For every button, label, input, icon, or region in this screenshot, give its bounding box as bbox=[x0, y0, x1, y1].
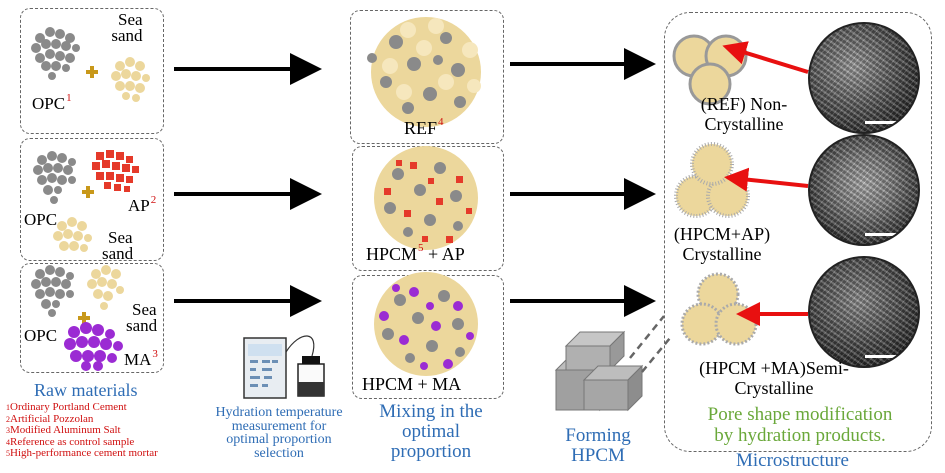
zoom-line-2 bbox=[641, 337, 671, 373]
pore-model-ma bbox=[680, 272, 758, 346]
definition-5: 5High-performance cement mortar bbox=[6, 447, 158, 459]
sand-particles-2 bbox=[53, 217, 92, 252]
forming-blocks bbox=[554, 330, 644, 412]
abbreviation-definitions: 1Ordinary Portland Cement 2Artificial Po… bbox=[6, 401, 158, 460]
micro-ref-label: (REF) Non- Crystalline bbox=[700, 94, 788, 134]
raw-materials-title: Raw materials bbox=[34, 380, 138, 400]
ma-mixture-blob bbox=[374, 272, 478, 376]
sem-image-ma bbox=[808, 256, 920, 368]
ma-particles bbox=[64, 322, 123, 371]
definition-4: 4Reference as control sample bbox=[6, 435, 135, 448]
zoom-line-1 bbox=[629, 315, 665, 359]
definition-2: 2Artificial Pozzolan bbox=[6, 412, 94, 425]
ap-label: AP2 bbox=[128, 194, 157, 215]
opc-particles-1 bbox=[31, 27, 80, 80]
opc-particles-3 bbox=[31, 265, 74, 317]
sand-particles-1 bbox=[111, 57, 150, 102]
opc-label-3: OPC bbox=[24, 326, 58, 345]
plus-sign-1 bbox=[86, 66, 98, 78]
mixing-title: Mixing in the optimal proportion bbox=[379, 401, 483, 462]
microstructure-title: Microstructure bbox=[736, 450, 849, 471]
red-arrow-ap bbox=[724, 167, 809, 192]
red-arrow-ref bbox=[722, 41, 809, 74]
pore-shape-caption: Pore shape modification by hydration pro… bbox=[707, 404, 893, 446]
opc-particles-2 bbox=[33, 151, 76, 204]
sem-image-ap bbox=[808, 134, 920, 246]
ap-mixture-blob bbox=[374, 146, 478, 250]
definition-1: 1Ordinary Portland Cement bbox=[6, 401, 127, 413]
ref-mixture-blob bbox=[367, 17, 481, 127]
ref-label: REF4 bbox=[404, 116, 444, 138]
sand-particles-3 bbox=[87, 265, 124, 310]
micro-ap-label: (HPCM+AP) Crystalline bbox=[673, 224, 771, 264]
definition-3: 3Modified Aluminum Salt bbox=[6, 424, 121, 436]
opc-label-2: OPC bbox=[24, 210, 58, 229]
hydration-caption: Hydration temperature measurement for op… bbox=[215, 405, 343, 461]
forming-title: Forming HPCM bbox=[565, 425, 631, 466]
plus-sign-2 bbox=[82, 186, 94, 198]
sem-image-ref bbox=[808, 22, 920, 134]
plus-sign-3 bbox=[78, 312, 90, 324]
opc-label-1: OPC1 bbox=[32, 92, 72, 113]
hpcm-ma-label: HPCM + MA bbox=[362, 374, 462, 394]
ma-label: MA3 bbox=[124, 348, 158, 369]
ap-particles bbox=[92, 150, 139, 192]
hpcm-ap-label: HPCM5 + AP bbox=[366, 242, 465, 264]
hydration-apparatus bbox=[243, 335, 325, 399]
micro-ma-label: (HPCM +MA)Semi- Crystalline bbox=[699, 358, 849, 398]
